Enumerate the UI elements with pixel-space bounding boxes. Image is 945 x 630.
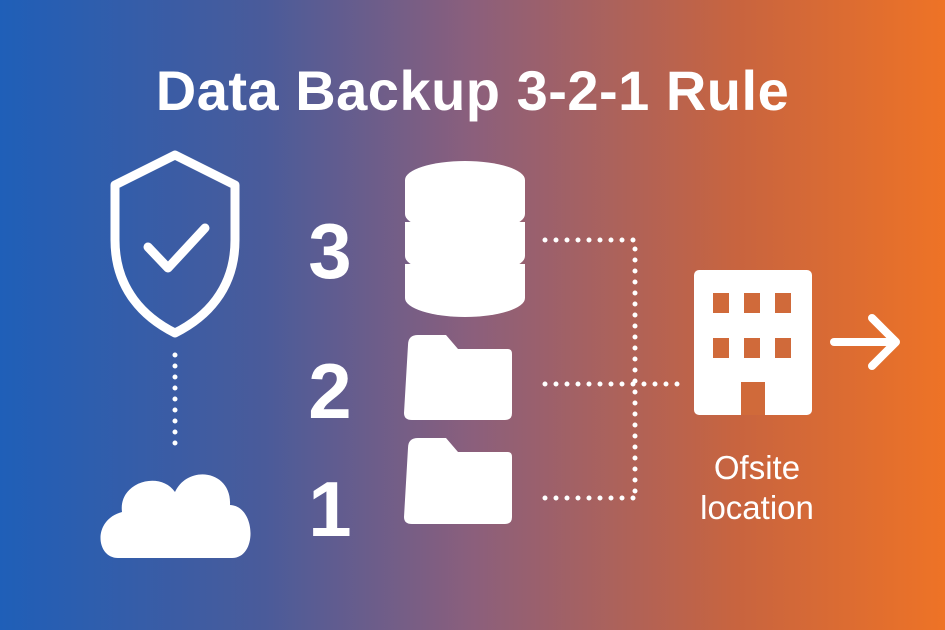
building-icon xyxy=(694,270,812,415)
cloud-icon xyxy=(100,474,251,558)
folder-icon xyxy=(404,335,512,420)
arrow-right-icon xyxy=(830,314,900,370)
dotted-connectors xyxy=(542,237,683,501)
offsite-location-label: Ofsite location xyxy=(672,448,842,527)
offsite-label-line1: Ofsite xyxy=(713,449,801,486)
offsite-copy-number: 1 xyxy=(308,465,352,553)
folder-icon xyxy=(404,438,512,524)
dotted-connector-database xyxy=(542,237,638,501)
media-types-number: 2 xyxy=(308,347,352,435)
page-title: Data Backup 3-2-1 Rule xyxy=(155,59,790,122)
shield-check-icon xyxy=(110,150,240,338)
copies-count-number: 3 xyxy=(308,207,352,295)
offsite-label-line2: location xyxy=(700,488,814,526)
database-icon xyxy=(405,161,525,317)
